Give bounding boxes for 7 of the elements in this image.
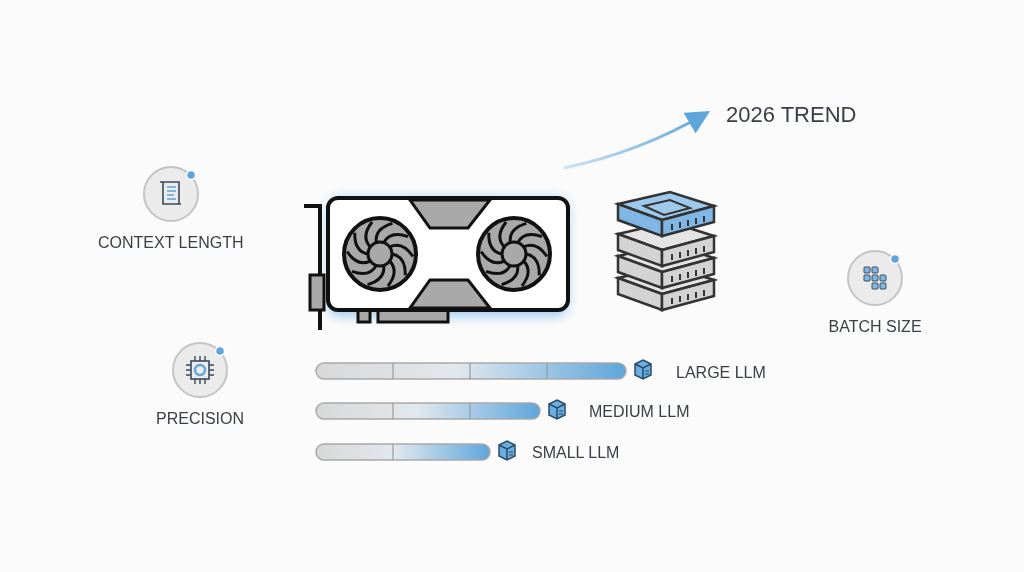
model-size-label: MEDIUM LLM [589,404,690,420]
factor-label: PRECISION [156,411,244,427]
model-size-label: SMALL LLM [532,445,620,461]
factor-label: BATCH SIZE [828,319,922,335]
model-size-label: LARGE LLM [676,365,766,381]
factor-label: CONTEXT LENGTH [98,235,244,251]
trend-label: 2026 TREND [726,104,857,126]
